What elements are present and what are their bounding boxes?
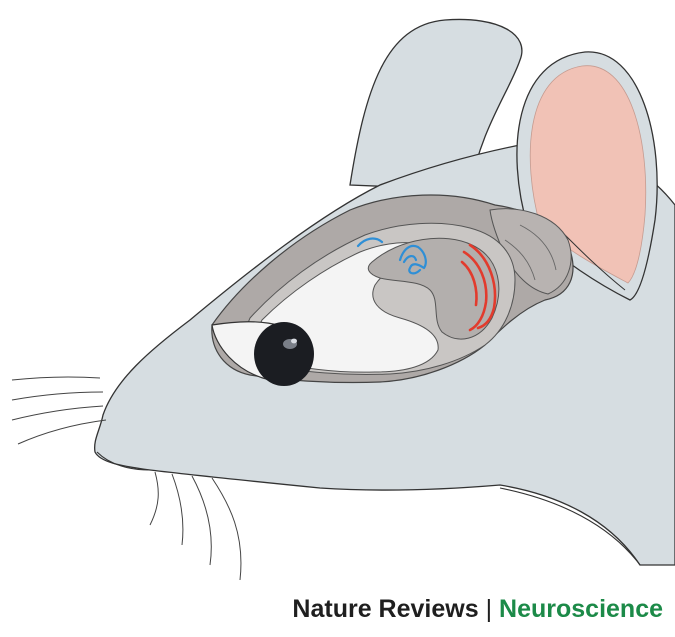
mouse-head-illustration: [11, 18, 675, 581]
journal-name: Neuroscience: [499, 595, 663, 623]
publisher-name: Nature Reviews: [292, 595, 479, 623]
journal-credit: Nature Reviews | Neuroscience: [0, 594, 663, 624]
back-ear: [349, 18, 523, 191]
red-structure-icon: [460, 243, 497, 332]
blue-structure-icon: [356, 237, 427, 275]
eye-icon: [211, 321, 314, 386]
cheek-line: [499, 487, 641, 566]
mouth-line: [96, 451, 151, 471]
whiskers: [11, 376, 242, 581]
credit-separator: |: [485, 595, 493, 623]
